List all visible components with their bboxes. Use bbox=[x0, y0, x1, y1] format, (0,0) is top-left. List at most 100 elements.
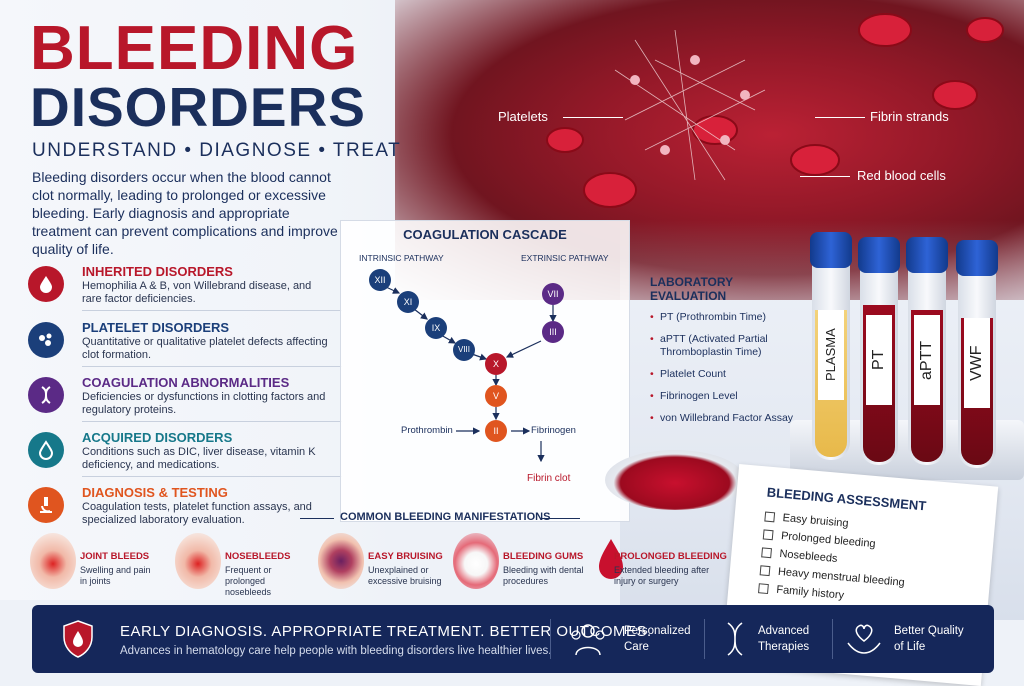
benefit-personalized: Personalized Care bbox=[624, 623, 690, 655]
tagline: UNDERSTAND • DIAGNOSE • TREAT bbox=[32, 140, 402, 161]
checklist-item: Nosebleeds bbox=[761, 546, 838, 565]
title-line1: BLEEDING bbox=[30, 14, 359, 83]
tube-pt: PT bbox=[858, 237, 900, 465]
factor-xii: XII bbox=[369, 269, 391, 291]
lab-title: LABORATORY EVALUATION bbox=[650, 275, 733, 303]
factor-ii: II bbox=[485, 420, 507, 442]
cascade-diagram bbox=[385, 286, 557, 463]
checklist-item: Family history bbox=[758, 582, 845, 602]
category-text: Hemophilia A & B, von Willebrand disease… bbox=[82, 280, 312, 305]
benefit-label: Care bbox=[624, 641, 649, 653]
platelets-icon bbox=[28, 322, 64, 358]
footer-heading: EARLY DIAGNOSIS. APPROPRIATE TREATMENT. … bbox=[120, 623, 652, 640]
manifestation-heading: BLEEDING GUMS bbox=[503, 551, 584, 562]
factor-x: X bbox=[485, 353, 507, 375]
assessment-title: BLEEDING ASSESSMENT bbox=[766, 484, 927, 514]
manifestation-heading: JOINT BLEEDS bbox=[80, 551, 150, 562]
blood-cells-art bbox=[546, 13, 1004, 208]
divider bbox=[300, 518, 334, 519]
manifestation-heading: NOSEBLEEDS bbox=[225, 551, 291, 562]
blood-drop-icon bbox=[28, 266, 64, 302]
category-acquired: ACQUIRED DISORDERS Conditions such as DI… bbox=[28, 430, 342, 480]
title-line2: DISORDERS bbox=[30, 76, 366, 138]
lab-evaluation: LABORATORY EVALUATION PT (Prothrombin Ti… bbox=[650, 275, 810, 434]
manifestation-heading: EASY BRUISING bbox=[368, 551, 443, 562]
blood-drop-icon bbox=[599, 539, 623, 579]
category-heading: DIAGNOSIS & TESTING bbox=[82, 485, 228, 500]
benefit-quality: Better Quality of Life bbox=[894, 623, 964, 655]
dna-icon bbox=[727, 622, 743, 656]
benefit-label: of Life bbox=[894, 641, 926, 653]
divider bbox=[832, 619, 833, 659]
checklist-item: Easy bruising bbox=[764, 510, 849, 530]
manifestation-bruising: EASY BRUISING Unexplained or excessive b… bbox=[318, 533, 458, 595]
category-heading: PLATELET DISORDERS bbox=[82, 320, 230, 335]
tube-label: PLASMA bbox=[818, 310, 844, 400]
benefit-label: Advanced bbox=[758, 625, 810, 637]
divider bbox=[550, 619, 551, 659]
list-item: von Willebrand Factor Assay bbox=[650, 412, 810, 425]
tube-label: PT bbox=[866, 315, 892, 405]
divider bbox=[82, 366, 342, 367]
footer-text: Advances in hematology care help people … bbox=[120, 645, 552, 657]
fibrin-pointer bbox=[815, 117, 865, 118]
left-panel bbox=[0, 0, 400, 600]
list-item: PT (Prothrombin Time) bbox=[650, 311, 810, 324]
factor-iii: III bbox=[542, 321, 564, 343]
tube-cap bbox=[810, 232, 852, 268]
factor-vii: VII bbox=[542, 283, 564, 305]
category-inherited: INHERITED DISORDERS Hemophilia A & B, vo… bbox=[28, 264, 342, 314]
divider bbox=[82, 476, 342, 477]
factor-v: V bbox=[485, 385, 507, 407]
cascade-title: COAGULATION CASCADE bbox=[403, 227, 567, 242]
category-heading: INHERITED DISORDERS bbox=[82, 264, 233, 279]
tube-plasma: PLASMA bbox=[810, 232, 852, 460]
manifestations-title: COMMON BLEEDING MANIFESTATIONS bbox=[340, 511, 551, 523]
list-item: aPTT (Activated Partial Thromboplastin T… bbox=[650, 333, 810, 359]
extrinsic-label: EXTRINSIC PATHWAY bbox=[521, 253, 609, 263]
platelets-label: Platelets bbox=[498, 109, 548, 124]
tube-cap bbox=[956, 240, 998, 276]
manifestation-text: Bleeding with dental procedures bbox=[503, 565, 584, 586]
tube-label: aPTT bbox=[914, 315, 940, 405]
tube-cap bbox=[906, 237, 948, 273]
category-text: Deficiencies or dysfunctions in clotting… bbox=[82, 391, 326, 416]
intro-text: Bleeding disorders occur when the blood … bbox=[32, 169, 338, 257]
people-icon bbox=[571, 624, 605, 656]
manifestation-gums: BLEEDING GUMS Bleeding with dental proce… bbox=[453, 533, 593, 595]
category-coagulation: COAGULATION ABNORMALITIES Deficiencies o… bbox=[28, 375, 342, 425]
manifestation-prolonged: PROLONGED BLEEDING Extended bleeding aft… bbox=[588, 533, 738, 595]
benefit-label: Better Quality bbox=[894, 625, 964, 637]
divider bbox=[82, 421, 342, 422]
tube-aptt: aPTT bbox=[906, 237, 948, 465]
benefit-label: Therapies bbox=[758, 641, 810, 653]
manifestation-text: Extended bleeding after injury or surger… bbox=[614, 565, 710, 586]
coagulation-cascade-panel: COAGULATION CASCADE INTRINSIC PATHWAY EX… bbox=[340, 220, 630, 522]
category-diagnosis: DIAGNOSIS & TESTING Coagulation tests, p… bbox=[28, 485, 318, 535]
heart-hands-icon bbox=[847, 624, 881, 654]
benefit-advanced: Advanced Therapies bbox=[758, 623, 809, 655]
divider bbox=[704, 619, 705, 659]
fibrinogen-label: Fibrinogen bbox=[531, 425, 576, 436]
factor-xi: XI bbox=[397, 291, 419, 313]
rbc-label: Red blood cells bbox=[857, 168, 946, 183]
tube-cap bbox=[858, 237, 900, 273]
tube-label: VWF bbox=[964, 318, 990, 408]
category-text: Quantitative or qualitative platelet def… bbox=[82, 336, 328, 361]
manifestation-text: Frequent or prolonged nosebleeds bbox=[225, 565, 272, 597]
face-illustration bbox=[175, 533, 221, 589]
manifestation-joint: JOINT BLEEDS Swelling and pain in joints bbox=[30, 533, 170, 595]
factor-ix: IX bbox=[425, 317, 447, 339]
footer-banner: EARLY DIAGNOSIS. APPROPRIATE TREATMENT. … bbox=[32, 605, 994, 673]
tooth-illustration bbox=[453, 533, 499, 589]
tube-vwf: VWF bbox=[956, 240, 998, 468]
category-heading: COAGULATION ABNORMALITIES bbox=[82, 375, 290, 390]
microscope-icon bbox=[28, 487, 64, 523]
divider bbox=[82, 310, 342, 311]
platelets-pointer bbox=[563, 117, 623, 118]
drop-icon bbox=[28, 432, 64, 468]
intrinsic-label: INTRINSIC PATHWAY bbox=[359, 253, 444, 263]
manifestation-text: Swelling and pain in joints bbox=[80, 565, 151, 586]
manifestation-heading: PROLONGED BLEEDING bbox=[614, 551, 727, 562]
shield-icon bbox=[63, 620, 93, 658]
